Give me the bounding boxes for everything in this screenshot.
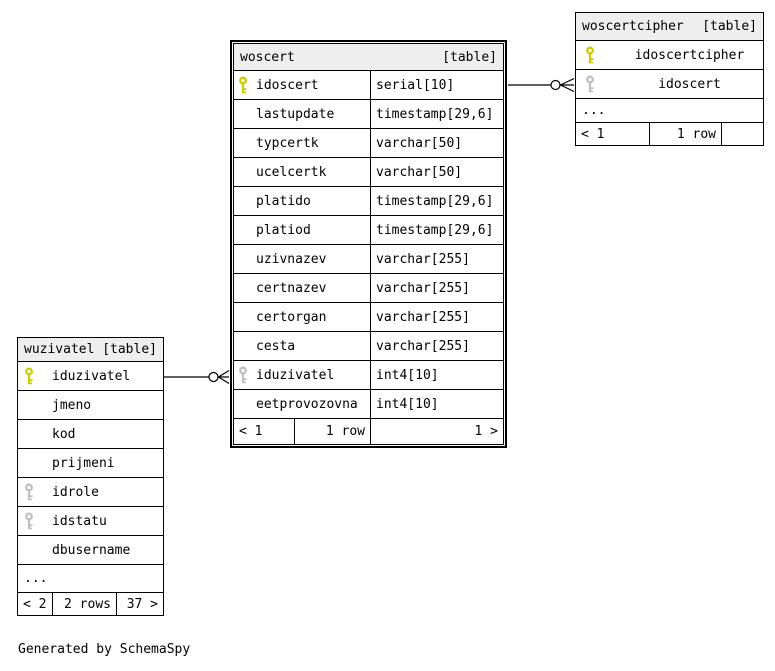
more-columns-row: ... <box>576 99 763 123</box>
footer-pages-left: < 1 <box>234 419 295 444</box>
column-name: ucelcertk <box>256 164 327 180</box>
relationship-wuzivatel-woscert <box>164 369 230 385</box>
table-row: idoscert <box>576 70 763 99</box>
table-row: iduzivatel int4[10] <box>234 361 503 390</box>
column-name: idrole <box>52 484 99 500</box>
table-row: eetprovozovna int4[10] <box>234 390 503 419</box>
column-name: idoscertcipher <box>634 47 745 63</box>
footer-row-count: 1 row <box>295 419 371 444</box>
table-node-woscert[interactable]: woscert [table] idoscert serial[10] last… <box>230 40 507 448</box>
column-name: certnazev <box>256 280 327 296</box>
foreign-key-icon <box>239 366 247 384</box>
column-type: varchar[255] <box>376 251 470 267</box>
table-row: jmeno <box>18 391 163 420</box>
more-columns-row: ... <box>18 565 163 593</box>
column-name: platido <box>256 193 311 209</box>
table-row: platiod timestamp[29,6] <box>234 216 503 245</box>
column-name: idoscert <box>256 77 319 93</box>
table-row: dbusername <box>18 536 163 565</box>
column-name: typcertk <box>256 135 319 151</box>
column-type: timestamp[29,6] <box>376 193 494 209</box>
column-name: uzivnazev <box>256 251 327 267</box>
table-row: platido timestamp[29,6] <box>234 187 503 216</box>
column-name: dbusername <box>52 542 131 558</box>
table-row: idrole <box>18 478 163 507</box>
column-name: jmeno <box>52 397 92 413</box>
column-name: idstatu <box>52 513 107 529</box>
relationship-woscert-woscertcipher <box>508 77 575 93</box>
foreign-key-icon <box>25 512 33 530</box>
table-node-woscertcipher[interactable]: woscertcipher [table] idoscertcipher ido… <box>575 12 764 146</box>
foreign-key-icon <box>25 483 33 501</box>
column-name: certorgan <box>256 309 327 325</box>
column-name: kod <box>52 426 76 442</box>
primary-key-icon <box>586 46 594 64</box>
table-row: cesta varchar[255] <box>234 332 503 361</box>
table-footer: < 1 1 row 1 > <box>234 419 503 444</box>
generated-by-caption: Generated by SchemaSpy <box>18 642 191 657</box>
table-badge: [table] <box>102 342 157 357</box>
table-footer: < 2 2 rows 37 > <box>18 593 163 615</box>
column-name: prijmeni <box>52 455 115 471</box>
table-row: idstatu <box>18 507 163 536</box>
column-name: cesta <box>256 338 296 354</box>
primary-key-icon <box>25 367 33 385</box>
table-header: wuzivatel [table] <box>18 338 163 362</box>
footer-pages-right: 1 > <box>474 424 498 439</box>
table-row: typcertk varchar[50] <box>234 129 503 158</box>
table-footer: < 1 1 row <box>576 123 763 145</box>
table-title: woscertcipher <box>582 19 684 34</box>
table-header: woscert [table] <box>234 44 503 71</box>
column-name: platiod <box>256 222 311 238</box>
footer-pages-left: < 1 <box>576 123 650 145</box>
footer-pages-right <box>722 123 763 145</box>
column-type: varchar[255] <box>376 338 470 354</box>
table-row: certnazev varchar[255] <box>234 274 503 303</box>
column-name: iduzivatel <box>52 368 131 384</box>
column-type: varchar[50] <box>376 135 463 151</box>
footer-pages-right: 37 > <box>126 596 158 612</box>
footer-row-count: 2 rows <box>53 593 117 615</box>
table-header: woscertcipher [table] <box>576 13 763 41</box>
table-row: idoscert serial[10] <box>234 71 503 100</box>
table-badge: [table] <box>702 19 757 34</box>
table-title: wuzivatel <box>24 342 95 357</box>
primary-key-icon <box>239 76 247 94</box>
column-type: varchar[255] <box>376 309 470 325</box>
table-row: kod <box>18 420 163 449</box>
column-type: int4[10] <box>376 396 439 412</box>
table-row: ucelcertk varchar[50] <box>234 158 503 187</box>
table-row: iduzivatel <box>18 362 163 391</box>
column-type: serial[10] <box>376 77 455 93</box>
column-type: varchar[255] <box>376 280 470 296</box>
table-row: lastupdate timestamp[29,6] <box>234 100 503 129</box>
table-title: woscert <box>240 49 295 65</box>
footer-row-count: 1 row <box>650 123 722 145</box>
table-node-wuzivatel[interactable]: wuzivatel [table] iduzivatel jmeno kod p… <box>17 337 164 616</box>
column-name: iduzivatel <box>256 367 335 383</box>
column-type: varchar[50] <box>376 164 463 180</box>
footer-pages-left: < 2 <box>18 593 53 615</box>
table-badge: [table] <box>442 49 497 65</box>
table-row: idoscertcipher <box>576 41 763 70</box>
table-row: certorgan varchar[255] <box>234 303 503 332</box>
column-type: int4[10] <box>376 367 439 383</box>
column-name: idoscert <box>658 76 721 92</box>
table-row: uzivnazev varchar[255] <box>234 245 503 274</box>
column-name: eetprovozovna <box>256 396 358 412</box>
column-type: timestamp[29,6] <box>376 106 494 122</box>
foreign-key-icon <box>586 75 594 93</box>
table-row: prijmeni <box>18 449 163 478</box>
column-name: lastupdate <box>256 106 335 122</box>
column-type: timestamp[29,6] <box>376 222 494 238</box>
